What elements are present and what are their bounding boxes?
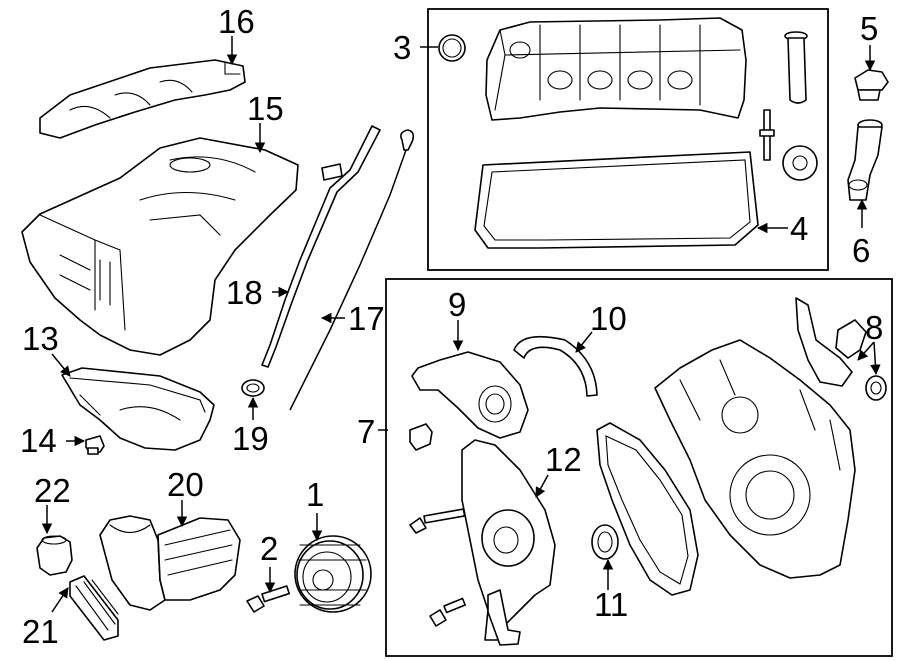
callout-18: 18 <box>226 274 263 311</box>
timing-cover-seal-part <box>795 297 887 401</box>
drain-plug-part <box>85 435 105 455</box>
pump-bolt-upper-part <box>409 508 466 534</box>
windage-tray-part <box>39 59 246 139</box>
valve-cover-group-box <box>427 8 829 271</box>
oil-fill-tube-part <box>847 119 883 201</box>
callout-7: 7 <box>357 413 375 450</box>
callout-22: 22 <box>34 472 71 509</box>
stud-part <box>759 109 775 161</box>
breather-part <box>782 145 818 181</box>
callout-6: 6 <box>852 232 870 269</box>
callout-8-leader-a <box>857 341 875 361</box>
water-pump-part <box>461 439 556 646</box>
valve-cover-gasket-part <box>474 151 759 249</box>
coolant-hose-part <box>513 335 598 397</box>
timing-cover-gasket-part <box>596 422 699 596</box>
callout-11: 11 <box>594 586 628 623</box>
seal-ring-part <box>241 379 265 397</box>
callout-19: 19 <box>232 420 269 457</box>
callout-16: 16 <box>218 3 255 40</box>
valve-cover-part <box>438 17 747 121</box>
callout-10-leader <box>575 331 593 353</box>
dipstick-tube-part <box>261 125 381 368</box>
bolt-part <box>246 585 290 613</box>
callout-10: 10 <box>590 300 627 337</box>
oil-pan-lower-part <box>61 367 215 451</box>
callout-1: 1 <box>306 476 324 513</box>
front-seal-part <box>591 524 619 560</box>
callout-17: 17 <box>348 300 385 337</box>
oil-fill-cap-part <box>854 69 889 101</box>
callout-5: 5 <box>860 10 878 47</box>
pcv-tube-part <box>784 31 808 104</box>
callout-2: 2 <box>260 530 278 567</box>
oil-filter-housing-part <box>99 515 241 611</box>
oil-pan-upper-part <box>21 137 299 356</box>
callout-13: 13 <box>22 320 59 357</box>
timing-cover-part <box>654 339 856 579</box>
callout-9: 9 <box>448 286 466 323</box>
callout-12: 12 <box>545 441 582 478</box>
dipstick-part <box>289 129 415 411</box>
pulley-part <box>294 535 372 613</box>
callout-8-leader-b <box>870 341 881 376</box>
callout-13-leader <box>51 353 71 377</box>
callout-21-leader <box>51 587 69 613</box>
callout-12-leader <box>535 474 549 498</box>
pump-bolt-lower-part <box>429 597 466 627</box>
bypass-cap-part <box>409 423 433 451</box>
callout-3: 3 <box>393 29 411 66</box>
callout-8: 8 <box>865 309 883 346</box>
oil-filter-cap-part <box>36 535 73 576</box>
timing-cover-group-box <box>385 278 893 657</box>
callout-21: 21 <box>22 613 59 650</box>
oil-filter-element-part <box>69 575 119 641</box>
callout-15: 15 <box>247 90 284 127</box>
callout-20: 20 <box>167 466 204 503</box>
thermostat-housing-part <box>411 351 529 439</box>
callout-4: 4 <box>790 210 808 247</box>
callout-14: 14 <box>20 422 57 459</box>
